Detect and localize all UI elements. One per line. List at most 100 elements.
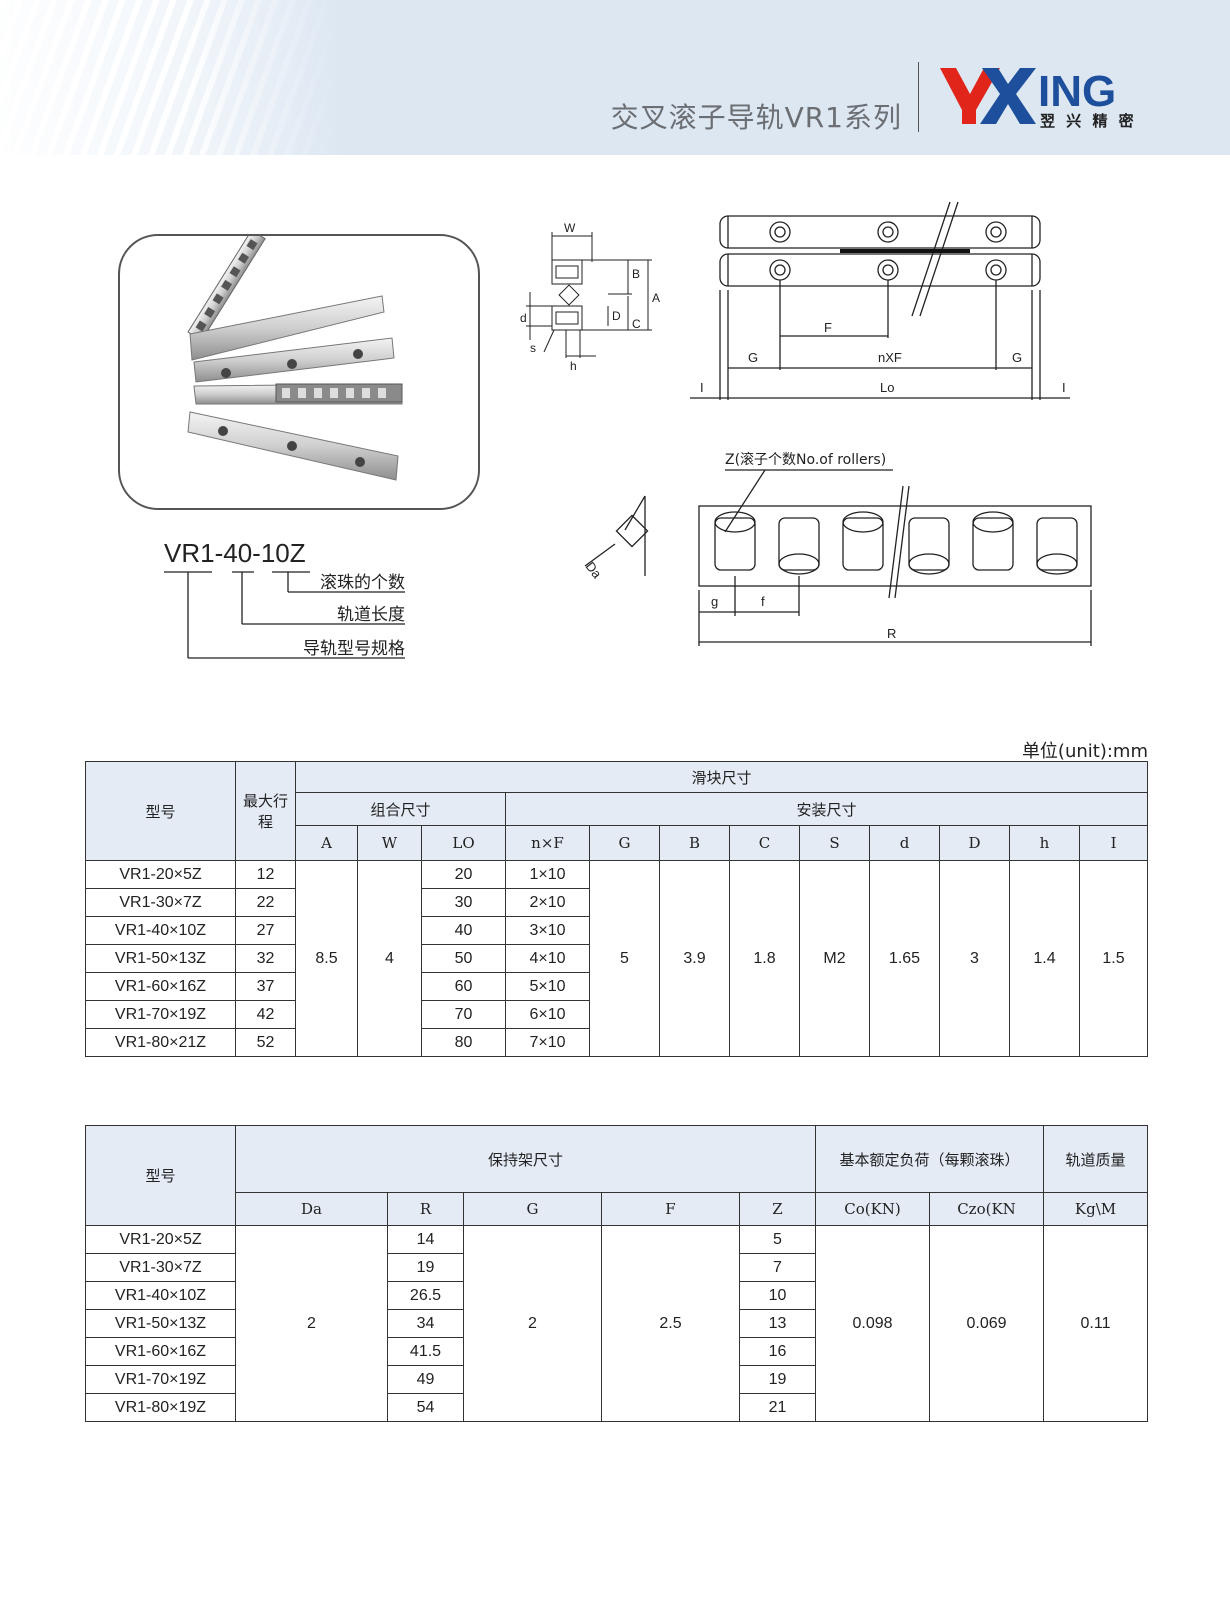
roller-count-label: Z(滚子个数No.of rollers) [725, 451, 886, 468]
svg-text:ING: ING [1038, 67, 1116, 116]
col-header: W [357, 825, 422, 861]
col-header: B [659, 825, 730, 861]
header-install-size: 安装尺寸 [504, 792, 1149, 826]
table-row: VR1-50×13Z 34 13 [85, 1309, 1148, 1338]
svg-text:C: C [632, 317, 641, 331]
cage-load-table: 型号 保持架尺寸 基本额定负荷（每颗滚珠） 轨道质量 Da R G F Z Co… [85, 1125, 1149, 1422]
table-cell: 32 [235, 944, 296, 973]
table-cell: 27 [235, 916, 296, 945]
table-row: VR1-20×5Z 2 14 2 2.5 5 0.098 0.069 0.11 [85, 1225, 1149, 1422]
table-cell: 5 [739, 1225, 816, 1254]
table-cell: 19 [739, 1365, 816, 1394]
svg-text:Lo: Lo [880, 380, 894, 395]
svg-text:F: F [824, 320, 832, 335]
table-cell: 1×10 [505, 860, 590, 889]
col-header: LO [421, 825, 506, 861]
table-cell: 1.65 [869, 860, 940, 1057]
header-rail-mass: 轨道质量 [1043, 1125, 1149, 1193]
svg-text:f: f [761, 594, 765, 609]
col-header: Da [235, 1192, 388, 1226]
header-load-rating: 基本额定负荷（每颗滚珠） [814, 1125, 1045, 1193]
col-header: n×F [505, 825, 590, 861]
header-cage-size: 保持架尺寸 [235, 1125, 816, 1193]
table-cell: 40 [421, 916, 506, 945]
table-cell: 60 [421, 972, 506, 1001]
col-header: Kg\M [1043, 1192, 1149, 1226]
table-cell: 37 [235, 972, 296, 1001]
table-cell: 13 [739, 1309, 816, 1338]
table-cell: 3 [939, 860, 1010, 1057]
svg-text:h: h [570, 359, 577, 373]
header-combo-size: 组合尺寸 [295, 792, 506, 826]
cross-section-drawing: W B A d D C s h [520, 222, 660, 373]
svg-text:G: G [748, 350, 758, 365]
table-cell: 16 [739, 1337, 816, 1366]
table-cell: 14 [387, 1225, 464, 1254]
label-rail-model: 导轨型号规格 [303, 639, 405, 659]
model-code: VR1-40-10Z [164, 538, 306, 568]
table-row: VR1-40×10Z 26.5 10 [85, 1281, 1148, 1310]
table-cell: VR1-60×16Z [85, 972, 236, 1001]
unit-label: 单位(unit):mm [1021, 741, 1148, 762]
brand-subtitle: 翌 兴 精 密 [1040, 112, 1137, 130]
table-cell: 3.9 [659, 860, 730, 1057]
table-cell: 34 [387, 1309, 464, 1338]
col-header: G [589, 825, 660, 861]
table-cell: VR1-80×19Z [85, 1393, 236, 1422]
table-cell: M2 [799, 860, 870, 1057]
table-cell: 10 [739, 1281, 816, 1310]
header-max-stroke: 最大行程 [235, 761, 296, 861]
table-cell: 8.5 [295, 860, 358, 1057]
table-cell: VR1-50×13Z [85, 944, 236, 973]
rail-assembly-drawing: F G nXF G I Lo I [690, 201, 1070, 400]
table-cell: 26.5 [387, 1281, 464, 1310]
table-cell: 50 [421, 944, 506, 973]
table-cell: VR1-80×21Z [85, 1028, 236, 1057]
header-divider [918, 62, 919, 132]
table-cell: 0.11 [1043, 1225, 1149, 1422]
table-row: VR1-20×5Z 12 8.5 4 20 1×10 5 3.9 1.8 M2 … [85, 860, 1149, 1057]
table-cell: 1.5 [1078, 860, 1149, 1057]
table-cell: VR1-30×7Z [85, 888, 236, 917]
document-title: 交叉滚子导轨VR1系列 [610, 101, 902, 134]
table-cell: 19 [387, 1253, 464, 1282]
label-rail-length: 轨道长度 [337, 605, 405, 625]
table-cell: VR1-50×13Z [85, 1309, 236, 1338]
svg-text:R: R [887, 626, 896, 641]
table-cell: VR1-30×7Z [85, 1253, 236, 1282]
table-cell: 3×10 [505, 916, 590, 945]
table-cell: VR1-40×10Z [85, 1281, 236, 1310]
table-cell: 20 [421, 860, 506, 889]
header-model: 型号 [85, 761, 236, 861]
svg-text:d: d [520, 311, 527, 325]
table-cell: 49 [387, 1365, 464, 1394]
col-header: Czo(KN [928, 1192, 1045, 1226]
table-cell: VR1-40×10Z [85, 916, 236, 945]
svg-text:s: s [530, 341, 536, 355]
product-photo [187, 229, 403, 481]
col-header: D [939, 825, 1010, 861]
col-header: F [601, 1192, 740, 1226]
col-header: Z [739, 1192, 816, 1226]
col-header: G [463, 1192, 602, 1226]
slider-dimension-table: 型号 最大行程 滑块尺寸 组合尺寸 安装尺寸 A W LO n×F G B C … [85, 761, 1149, 1057]
table-cell: 2×10 [505, 888, 590, 917]
table-cell: 0.098 [815, 1225, 930, 1422]
table-cell: VR1-60×16Z [85, 1337, 236, 1366]
table-cell: 5×10 [505, 972, 590, 1001]
table-cell: 7 [739, 1253, 816, 1282]
col-header: S [799, 825, 870, 861]
col-header: R [387, 1192, 464, 1226]
roller-cage-drawing: Z(滚子个数No.of rollers) Da g f R [583, 451, 1092, 646]
label-rollers: 滚珠的个数 [320, 573, 405, 593]
header-model: 型号 [85, 1125, 236, 1226]
table-cell: 42 [235, 1000, 296, 1029]
product-photo-frame [118, 229, 480, 510]
col-header: Co(KN) [815, 1192, 930, 1226]
table-cell: 6×10 [505, 1000, 590, 1029]
